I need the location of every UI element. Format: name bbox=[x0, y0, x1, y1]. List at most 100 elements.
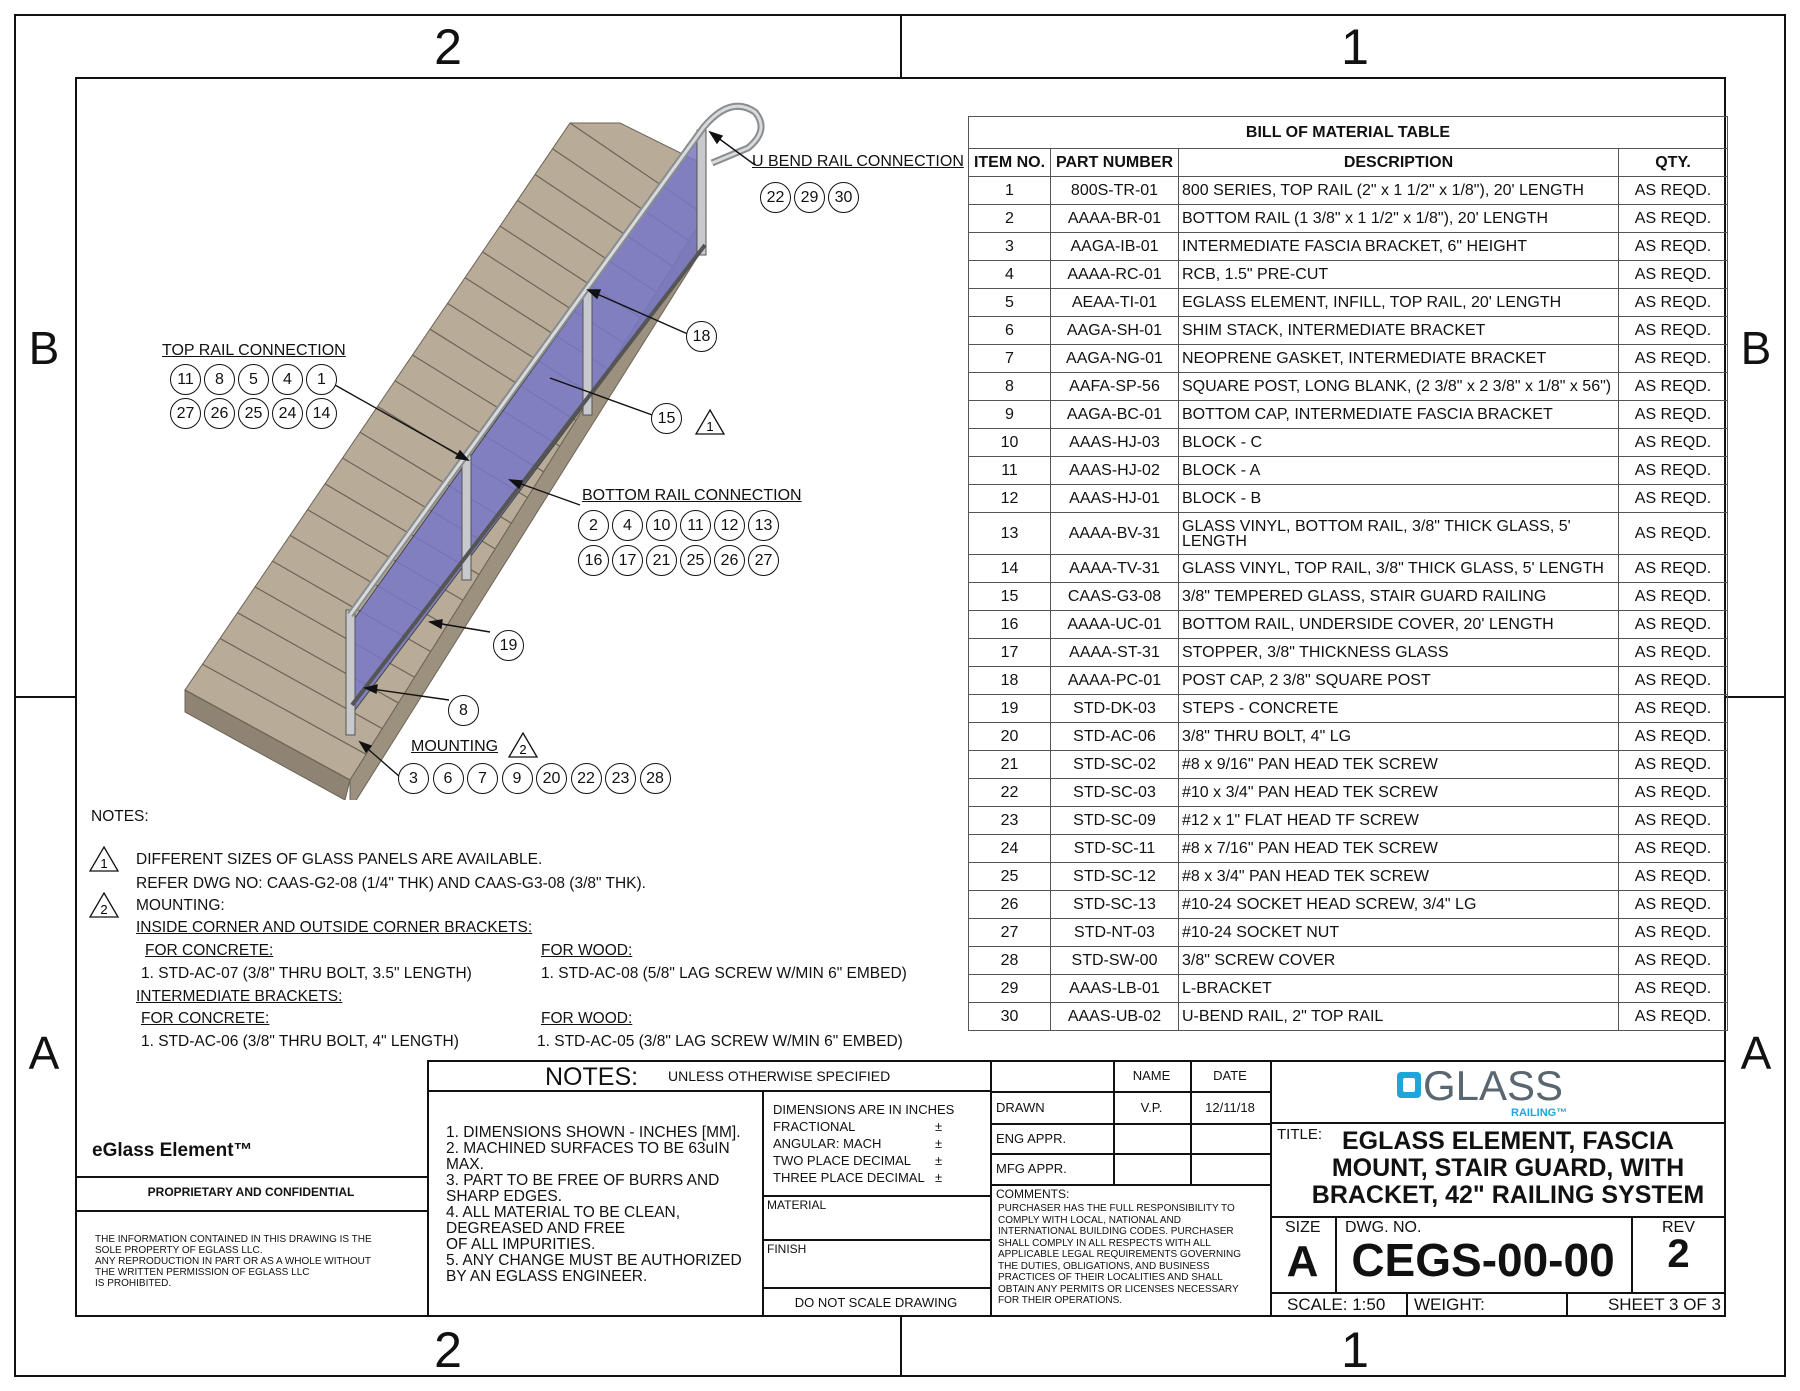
zone-divider-top bbox=[900, 14, 902, 77]
bom-item-no: 15 bbox=[968, 582, 1051, 611]
note-line-3: MOUNTING: bbox=[136, 897, 225, 914]
bom-qty: AS REQD. bbox=[1618, 554, 1728, 583]
material-label: MATERIAL bbox=[767, 1198, 827, 1212]
tb-scale-v1 bbox=[1406, 1292, 1408, 1317]
bom-description: STOPPER, 3/8" THICKNESS GLASS bbox=[1178, 638, 1619, 667]
rev-label: REV bbox=[1662, 1219, 1695, 1236]
bom-description: BLOCK - C bbox=[1178, 428, 1619, 457]
bom-part-number: AAAA-PC-01 bbox=[1050, 666, 1179, 695]
bom-item-no: 19 bbox=[968, 694, 1051, 723]
note-corner-wood: 1. STD-AC-08 (5/8" LAG SCREW W/MIN 6" EM… bbox=[541, 965, 907, 982]
bom-description: NEOPRENE GASKET, INTERMEDIATE BRACKET bbox=[1178, 344, 1619, 373]
legal-text: THE INFORMATION CONTAINED IN THIS DRAWIN… bbox=[95, 1234, 372, 1289]
bom-qty: AS REQD. bbox=[1618, 890, 1728, 919]
bom-qty: AS REQD. bbox=[1618, 582, 1728, 611]
drawn-name: V.P. bbox=[1140, 1100, 1163, 1115]
callout-post: 8 bbox=[448, 695, 479, 726]
mounting-flag-icon: 2 bbox=[507, 731, 539, 758]
tb-appr-v1 bbox=[1113, 1060, 1115, 1185]
bom-description: #8 x 9/16" PAN HEAD TEK SCREW bbox=[1178, 750, 1619, 779]
bom-item-no: 20 bbox=[968, 722, 1051, 751]
leader-lines bbox=[334, 130, 756, 778]
bom-item-no: 27 bbox=[968, 918, 1051, 947]
bill-of-material-table: BILL OF MATERIAL TABLE ITEM NO. PART NUM… bbox=[968, 116, 1728, 1031]
mounting-callout: 7 bbox=[467, 763, 498, 794]
zone-label-bottom-1: 1 bbox=[1341, 1322, 1369, 1378]
tb-left-divider-2 bbox=[75, 1210, 427, 1212]
tb-note-line: 3. PART TO BE FREE OF BURRS AND bbox=[446, 1172, 720, 1189]
sheet-label: SHEET 3 OF 3 bbox=[1607, 1295, 1721, 1314]
tb-note-line: 5. ANY CHANGE MUST BE AUTHORIZED bbox=[446, 1252, 742, 1269]
tb-appr-v2 bbox=[1190, 1060, 1192, 1185]
size-value: A bbox=[1286, 1237, 1319, 1286]
comment-line: THE DUTIES, OBLIGATIONS, AND BUSINESS bbox=[998, 1260, 1210, 1272]
top-rail-callout: 14 bbox=[306, 398, 337, 429]
bom-item-no: 5 bbox=[968, 288, 1051, 317]
product-name: eGlass Element™ bbox=[92, 1140, 253, 1161]
bom-part-number: AAAA-BV-31 bbox=[1050, 512, 1179, 555]
bom-part-number: AAAS-HJ-01 bbox=[1050, 484, 1179, 513]
top-rail-callout: 26 bbox=[204, 398, 235, 429]
note-corner-concrete-heading: FOR CONCRETE: bbox=[145, 942, 274, 959]
mfg-appr-label: MFG APPR. bbox=[996, 1161, 1067, 1176]
tb-title-h bbox=[1270, 1122, 1726, 1124]
bom-item-no: 30 bbox=[968, 1002, 1051, 1031]
title-label: TITLE: bbox=[1277, 1126, 1323, 1143]
bom-item-no: 13 bbox=[968, 512, 1051, 555]
dwg-no-label: DWG. NO. bbox=[1345, 1219, 1422, 1236]
tb-note-line: 2. MACHINED SURFACES TO BE 63uIN bbox=[446, 1140, 730, 1157]
bom-part-number: AAGA-BC-01 bbox=[1050, 400, 1179, 429]
bom-part-number: AAAS-UB-02 bbox=[1050, 1002, 1179, 1031]
mounting-callout: 3 bbox=[398, 763, 429, 794]
top-rail-label: TOP RAIL CONNECTION bbox=[162, 342, 346, 359]
zone-divider-bottom bbox=[900, 1317, 902, 1377]
bom-item-no: 6 bbox=[968, 316, 1051, 345]
bom-description: SHIM STACK, INTERMEDIATE BRACKET bbox=[1178, 316, 1619, 345]
bom-qty: AS REQD. bbox=[1618, 428, 1728, 457]
bom-part-number: AAAS-HJ-02 bbox=[1050, 456, 1179, 485]
tb-v3 bbox=[990, 1060, 992, 1317]
bom-item-no: 25 bbox=[968, 862, 1051, 891]
title-line: BRACKET, 42" RAILING SYSTEM bbox=[1311, 1181, 1705, 1209]
svg-text:1: 1 bbox=[100, 856, 107, 871]
bottom-rail-callout: 21 bbox=[646, 545, 677, 576]
comment-line: COMPLY WITH LOCAL, NATIONAL AND bbox=[998, 1214, 1181, 1226]
tb-scale-h bbox=[1270, 1292, 1726, 1294]
date-header: DATE bbox=[1213, 1068, 1247, 1083]
svg-text:2: 2 bbox=[519, 742, 526, 757]
mounting-callout: 20 bbox=[536, 763, 567, 794]
bom-part-number: STD-SC-03 bbox=[1050, 778, 1179, 807]
bom-part-number: AAGA-SH-01 bbox=[1050, 316, 1179, 345]
bom-description: 3/8" SCREW COVER bbox=[1178, 946, 1619, 975]
top-rail-callout: 4 bbox=[272, 364, 303, 395]
note-corner-concrete: 1. STD-AC-07 (3/8" THRU BOLT, 3.5" LENGT… bbox=[141, 965, 472, 982]
top-rail-callout: 27 bbox=[170, 398, 201, 429]
tb-appr-h1 bbox=[990, 1091, 1270, 1093]
bom-qty: AS REQD. bbox=[1618, 666, 1728, 695]
dims-tolerance: ± bbox=[935, 1119, 943, 1134]
dims-tolerance: ± bbox=[935, 1136, 943, 1151]
bom-part-number: CAAS-G3-08 bbox=[1050, 582, 1179, 611]
u-bend-callout: 29 bbox=[794, 182, 825, 213]
bom-part-number: AAGA-NG-01 bbox=[1050, 344, 1179, 373]
zone-label-right-B: B bbox=[1740, 322, 1772, 374]
bom-item-no: 4 bbox=[968, 260, 1051, 289]
mounting-callout: 28 bbox=[639, 763, 671, 794]
bom-part-number: STD-SC-09 bbox=[1050, 806, 1179, 835]
name-header: NAME bbox=[1132, 1068, 1171, 1083]
bom-description: EGLASS ELEMENT, INFILL, TOP RAIL, 20' LE… bbox=[1178, 288, 1619, 317]
step-nosing bbox=[202, 663, 367, 755]
tb-frame-top bbox=[427, 1060, 1726, 1062]
tb-note-line: BY AN EGLASS ENGINEER. bbox=[446, 1268, 648, 1285]
bom-part-number: STD-SC-12 bbox=[1050, 862, 1179, 891]
